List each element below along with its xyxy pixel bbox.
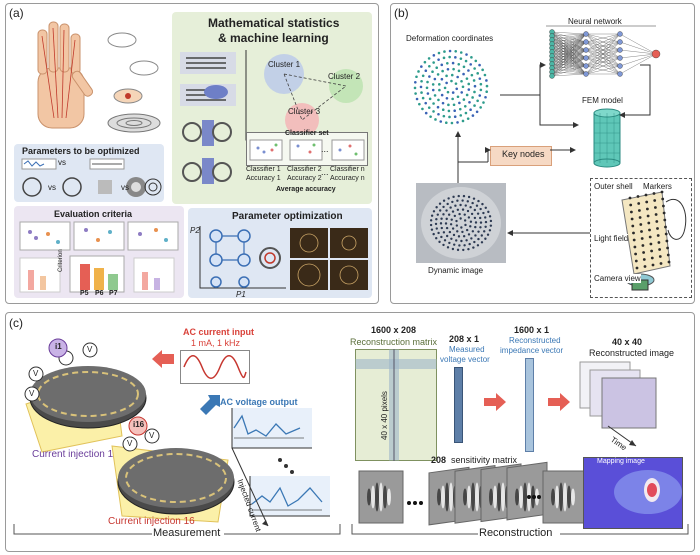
- cluster-1-label: Cluster 1: [268, 60, 301, 69]
- p1-axis-label: P1: [236, 290, 246, 299]
- matrix-name: Reconstruction matrix: [350, 337, 438, 347]
- v-label-4: V: [127, 439, 133, 448]
- ac-input-waveform: [180, 350, 250, 384]
- red-arrow-to-disk: [152, 350, 174, 368]
- classifier-2-label: Classifier 2: [287, 166, 322, 173]
- impedance-dim: 1600 x 1: [514, 325, 550, 335]
- panel-c: [5, 312, 695, 552]
- reconstruction-label: Reconstruction: [479, 527, 553, 539]
- ac-output-graphs: [231, 408, 330, 527]
- mapping-image: [583, 457, 683, 529]
- pixels-label: 40 x 40 pixels: [380, 391, 389, 440]
- voltage-name-1: Measured: [449, 345, 485, 354]
- mapping-image-label: Mapping image: [597, 458, 645, 465]
- accuracy-2-label: Accuracy 2: [287, 175, 322, 182]
- ellipsis-1: ...: [321, 144, 329, 154]
- sensitivity-count: 208: [431, 455, 447, 465]
- vs-2: vs: [48, 183, 56, 192]
- red-arrow-2: [548, 393, 570, 411]
- current-injection-16-label: Current injection 16: [108, 516, 195, 527]
- params-icons: [21, 158, 162, 197]
- light-field-label: Light field: [594, 234, 629, 243]
- blue-arrow: [200, 395, 220, 415]
- panel-a: [5, 3, 379, 304]
- camera-view-label: Camera view: [594, 274, 641, 283]
- accuracy-n-label: Accuracy n: [330, 175, 365, 182]
- neural-network: [546, 25, 661, 79]
- accuracy-1-label: Accuracy 1: [246, 175, 281, 182]
- image-name: Reconstructed image: [589, 348, 675, 358]
- sensor-dashed-box: [590, 178, 692, 298]
- panel-b-arrows: [455, 62, 651, 236]
- measurement-label: Measurement: [153, 527, 221, 539]
- voltage-vector: [454, 367, 463, 443]
- key-nodes-box: [490, 146, 552, 166]
- impedance-name-2: impedance vector: [500, 346, 564, 355]
- p7-label: P7: [109, 290, 118, 297]
- dynamic-image-label: Dynamic image: [428, 266, 484, 275]
- panel-a-label: (a): [9, 6, 24, 20]
- ellipsis-2: ...: [321, 167, 329, 177]
- cluster-3-label: Cluster 3: [288, 107, 321, 116]
- sensitivity-name: sensitivity matrix: [451, 455, 518, 465]
- panel-b-label: (b): [394, 6, 409, 20]
- injection-disks: [24, 338, 235, 523]
- i1-label: i1: [55, 342, 62, 351]
- ml-title-line1: Mathematical statistics: [208, 16, 340, 30]
- neural-network-label: Neural network: [568, 17, 622, 26]
- reconstruction-matrix: [355, 349, 437, 461]
- impedance-name-1: Reconstructed: [509, 336, 561, 345]
- dynamic-image: [416, 183, 506, 263]
- opt-graph: [199, 226, 368, 290]
- classifier-set-label: Classifier set: [285, 130, 329, 137]
- v-label-1: V: [33, 369, 39, 378]
- impedance-vector: [525, 358, 534, 452]
- fem-model-label: FEM model: [582, 96, 623, 105]
- ac-output-title: AC voltage output: [220, 397, 298, 407]
- deformation-label: Deformation coordinates: [406, 34, 494, 43]
- ml-title-line2: & machine learning: [218, 31, 329, 45]
- v-label-2: V: [29, 389, 35, 398]
- vs-3: vs: [121, 183, 129, 192]
- classifier-1-label: Classifier 1: [246, 166, 281, 173]
- hand-illustration: [37, 21, 161, 133]
- p2-axis-label: P2: [190, 226, 200, 235]
- voltage-name-2: voltage vector: [440, 355, 490, 364]
- matrix-dim: 1600 x 208: [371, 325, 417, 335]
- cluster-2-label: Cluster 2: [328, 72, 361, 81]
- image-dim: 40 x 40: [612, 337, 643, 347]
- v-label-5: V: [149, 431, 155, 440]
- outer-shell-label: Outer shell: [594, 182, 633, 191]
- bottom-brackets: [13, 524, 689, 535]
- p5-label: P5: [80, 290, 89, 297]
- key-nodes-label: Key nodes: [502, 149, 545, 159]
- reconstructed-image-stack: [579, 361, 657, 447]
- i16-label: i16: [133, 420, 145, 429]
- red-arrow-1: [484, 393, 506, 411]
- voltage-dim: 208 x 1: [449, 334, 480, 344]
- v-label-3: V: [87, 345, 93, 354]
- opt-title: Parameter optimization: [232, 211, 343, 222]
- criterion-axis-label: Criterion: [58, 249, 64, 272]
- markers-label: Markers: [643, 182, 672, 191]
- classifier-thumbs: [249, 139, 365, 161]
- ac-input-value: 1 mA, 1 kHz: [191, 338, 241, 348]
- classifier-n-label: Classifier n: [330, 166, 365, 173]
- glove-photos: [180, 52, 236, 184]
- sensitivity-maps: [358, 461, 588, 526]
- average-accuracy-label: Average accuracy: [276, 186, 336, 193]
- eval-graphics: [19, 221, 179, 293]
- ac-input-title: AC current input: [183, 327, 254, 337]
- p6-label: P6: [95, 290, 104, 297]
- current-injection-1-label: Current injection 1: [32, 449, 114, 460]
- vs-1: vs: [58, 158, 66, 167]
- deformation-ring: [413, 49, 489, 125]
- panel-b: [390, 3, 695, 304]
- eval-title: Evaluation criteria: [54, 209, 133, 219]
- params-title: Parameters to be optimized: [22, 146, 140, 156]
- panel-c-label: (c): [9, 316, 23, 330]
